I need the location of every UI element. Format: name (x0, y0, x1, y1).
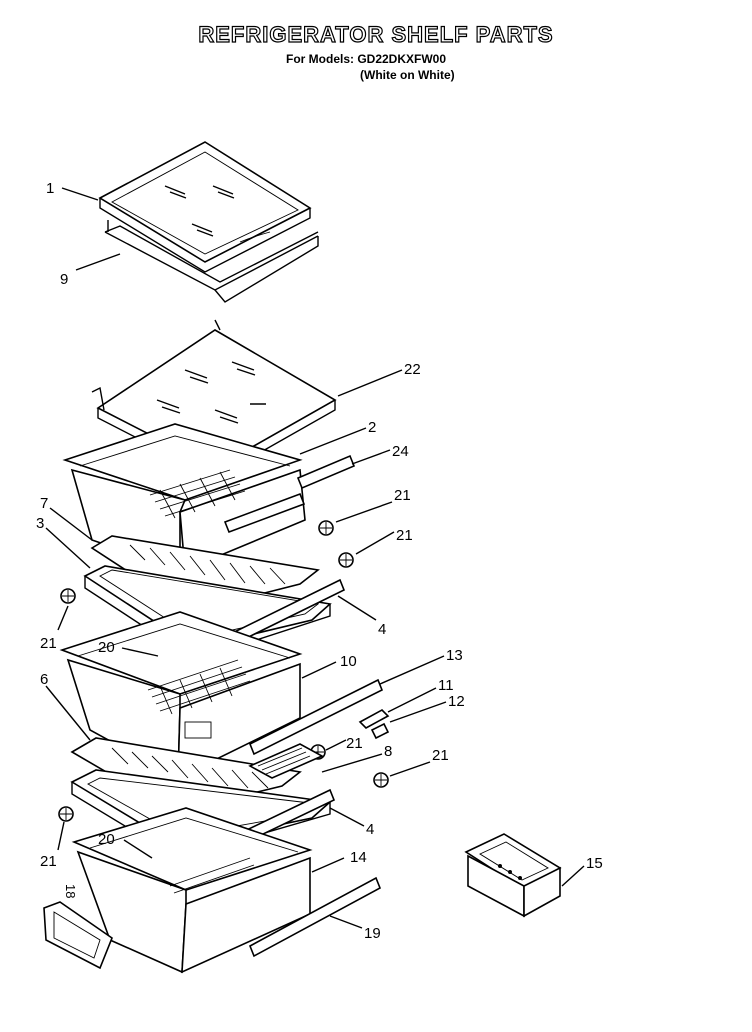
callout-21-d: 21 (346, 735, 363, 752)
callout-21-f: 21 (40, 853, 57, 870)
callout-9: 9 (60, 271, 68, 288)
callout-1: 1 (46, 180, 54, 197)
callout-13: 13 (446, 647, 463, 664)
part-15-bin[interactable] (464, 833, 562, 918)
screw-21-a[interactable] (318, 520, 334, 536)
callout-labels: 1 9 22 2 24 21 21 7 3 21 4 20 10 13 11 1… (36, 180, 603, 942)
crisper-grille (147, 659, 251, 715)
glass-reflection-marks (164, 185, 235, 237)
callout-10: 10 (340, 653, 357, 670)
part-13-rail[interactable] (248, 678, 384, 756)
part-14-crisper-pan[interactable] (71, 807, 313, 974)
callout-22: 22 (404, 361, 421, 378)
color-line: (White on White) (360, 68, 455, 82)
callout-2: 2 (368, 419, 376, 436)
callout-15: 15 (586, 855, 603, 872)
callout-8: 8 (384, 743, 392, 760)
callout-21-b: 21 (396, 527, 413, 544)
callout-19: 19 (364, 925, 381, 942)
screw-21-e[interactable] (373, 772, 389, 788)
glass-reflection-marks (156, 361, 266, 424)
part-24-rail[interactable] (223, 454, 356, 534)
part-11-bracket[interactable] (358, 709, 390, 729)
callout-21-e: 21 (432, 747, 449, 764)
callout-24: 24 (392, 443, 409, 460)
callout-20-a: 20 (98, 639, 115, 656)
callout-12: 12 (448, 693, 465, 710)
callout-3: 3 (36, 515, 44, 532)
screw-21-c[interactable] (60, 588, 76, 604)
callout-4-b: 4 (366, 821, 374, 838)
callout-6: 6 (40, 671, 48, 688)
callout-21-c: 21 (40, 635, 57, 652)
models-line: For Models: GD22DKXFW00 (286, 52, 447, 66)
callout-7: 7 (40, 495, 48, 512)
callout-18: 18 (63, 884, 78, 898)
part-19-rail[interactable] (248, 876, 382, 958)
page-title: REFRIGERATOR SHELF PARTS (198, 21, 554, 47)
callout-14: 14 (350, 849, 367, 866)
part-18-label-card[interactable] (43, 901, 113, 970)
callout-21-a: 21 (394, 487, 411, 504)
callout-20-b: 20 (98, 831, 115, 848)
part-12-clip[interactable] (370, 722, 390, 740)
part-1-glass-shelf[interactable] (98, 141, 312, 273)
callout-11: 11 (438, 677, 454, 694)
part-8-divider[interactable] (248, 743, 324, 779)
screw-21-f[interactable] (58, 806, 74, 822)
crisper-grille (149, 469, 246, 519)
leader-lines (45, 187, 585, 929)
part-9-shelf-frame[interactable] (104, 220, 319, 303)
callout-4-a: 4 (378, 621, 386, 638)
screw-21-b[interactable] (338, 552, 354, 568)
crisper-grille (169, 857, 255, 894)
